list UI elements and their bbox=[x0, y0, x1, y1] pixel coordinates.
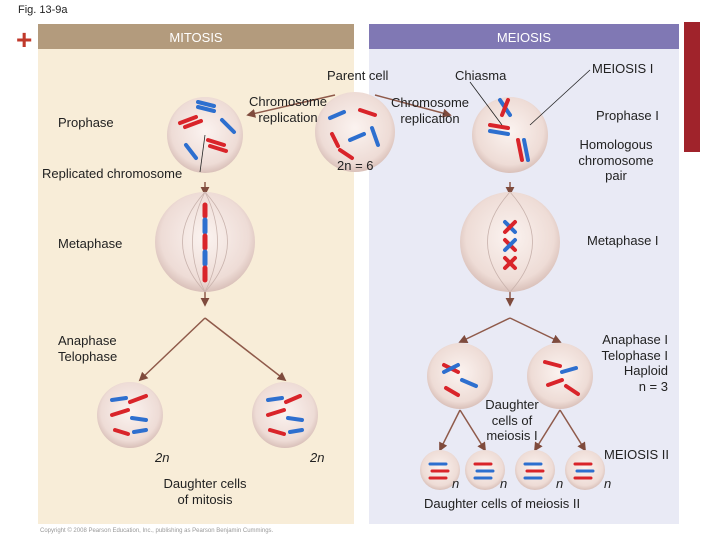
flow-arrows bbox=[138, 94, 586, 452]
copyright-text: Copyright © 2008 Pearson Education, Inc.… bbox=[40, 528, 274, 534]
two-n-right-label: 2n bbox=[310, 450, 325, 465]
mitosis-daughter-cell-right bbox=[252, 382, 318, 448]
metaphase-1-label: Metaphase I bbox=[587, 233, 659, 248]
meiosis-header: MEIOSIS bbox=[496, 30, 552, 45]
prophase-1-label: Prophase I bbox=[596, 108, 659, 123]
sidebar-tab[interactable] bbox=[684, 22, 700, 152]
mitosis-header: MITOSIS bbox=[169, 30, 223, 45]
meiosis1-daughter-cell-left bbox=[427, 343, 493, 409]
arrow-mitosis-right bbox=[204, 317, 287, 382]
meiosis-metaphase1-cell bbox=[460, 191, 560, 293]
parent-cell-group bbox=[315, 92, 395, 172]
arrow-parent-to-meiosis bbox=[374, 94, 452, 118]
chromosome-replication-right-label: Chromosome replication bbox=[390, 95, 470, 126]
daughter-cells-meiosis-2-label: Daughter cells of meiosis II bbox=[424, 496, 581, 511]
replicated-chromosome-label: Replicated chromosome bbox=[42, 166, 183, 181]
homologous-chromosome-pair-label: Homologous chromosome pair bbox=[578, 137, 654, 184]
anaphase-telophase-label: Anaphase Telophase bbox=[58, 333, 118, 364]
parent-cell-label: Parent cell bbox=[327, 68, 389, 83]
n-label-2: n bbox=[500, 476, 508, 491]
meiosis1-daughter-cell-right bbox=[527, 343, 593, 409]
chromosome-replication-left-label: Chromosome replication bbox=[248, 94, 328, 125]
daughter-cells-meiosis-1-label: Daughter cells of meiosis I bbox=[485, 397, 539, 444]
meiosis-2-label: MEIOSIS II bbox=[604, 447, 670, 462]
mitosis-daughter-cell-left bbox=[97, 382, 163, 448]
prophase-label: Prophase bbox=[58, 115, 114, 130]
meiosis2-daughter-cells bbox=[420, 450, 605, 490]
chiasma-label: Chiasma bbox=[455, 68, 507, 83]
figure-label: Fig. 13-9a bbox=[18, 4, 68, 16]
two-n-six-label: 2n = 6 bbox=[337, 158, 374, 173]
meiosis-1-label: MEIOSIS I bbox=[592, 61, 654, 76]
meiosis-prophase1-cell bbox=[472, 97, 548, 173]
daughter-cells-mitosis-label: Daughter cells of mitosis bbox=[163, 476, 247, 507]
n-label-1: n bbox=[452, 476, 460, 491]
mitosis-metaphase-cell bbox=[155, 191, 255, 293]
mitosis-header-bar bbox=[38, 24, 354, 49]
arrow-mitosis-left bbox=[138, 317, 206, 382]
metaphase-label: Metaphase bbox=[58, 236, 123, 251]
anaphase-telophase-1-label: Anaphase I Telophase I Haploid n = 3 bbox=[601, 332, 669, 394]
arrow-parent-to-mitosis bbox=[246, 94, 336, 118]
n-label-3: n bbox=[556, 476, 564, 491]
plus-icon: + bbox=[16, 24, 33, 55]
two-n-left-label: 2n bbox=[155, 450, 170, 465]
parent-cell bbox=[315, 92, 395, 172]
n-label-4: n bbox=[604, 476, 612, 491]
meiosis-header-bar bbox=[369, 24, 679, 49]
